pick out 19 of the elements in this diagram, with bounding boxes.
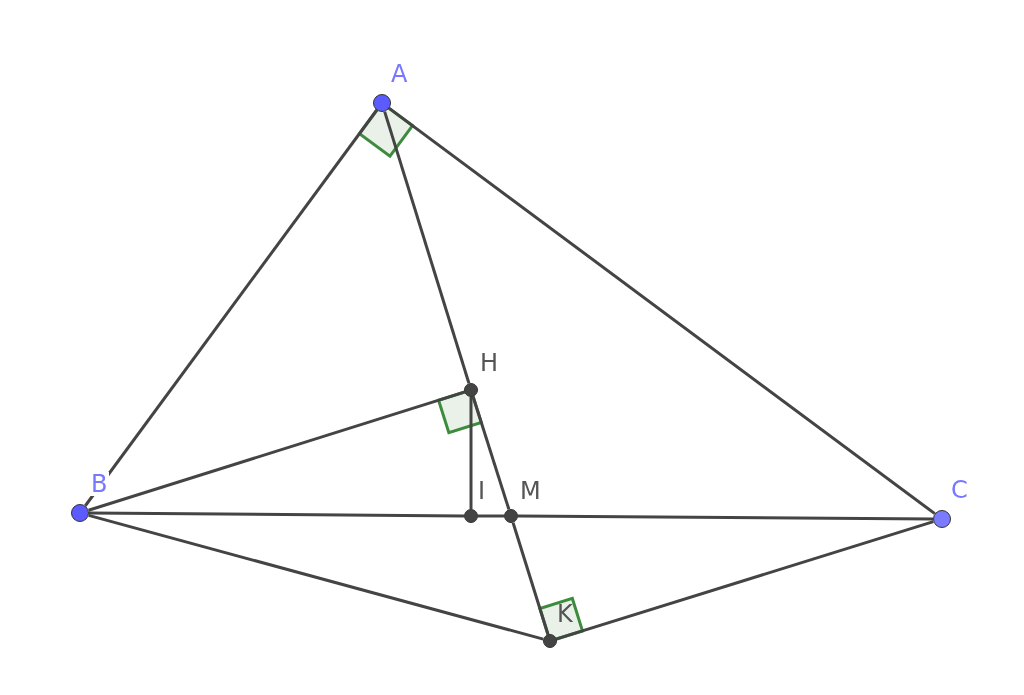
point-label: B [89,472,110,496]
line-segment [388,107,936,515]
line-segment [383,111,471,384]
line-segment [511,522,550,635]
line-segment [88,513,544,641]
line-segment [84,109,378,507]
point-label: K [557,602,573,626]
point-label: C [951,478,968,502]
line-segment [88,390,465,512]
line-segment [89,511,464,518]
line-segment [469,397,473,509]
point-label: H [480,351,499,375]
line-segment [556,520,934,641]
line-segment [471,396,511,510]
point-label: M [520,479,541,503]
point-label: A [391,62,408,86]
line-segment [518,514,933,521]
line-segment [478,514,504,518]
point-label: I [478,479,486,503]
